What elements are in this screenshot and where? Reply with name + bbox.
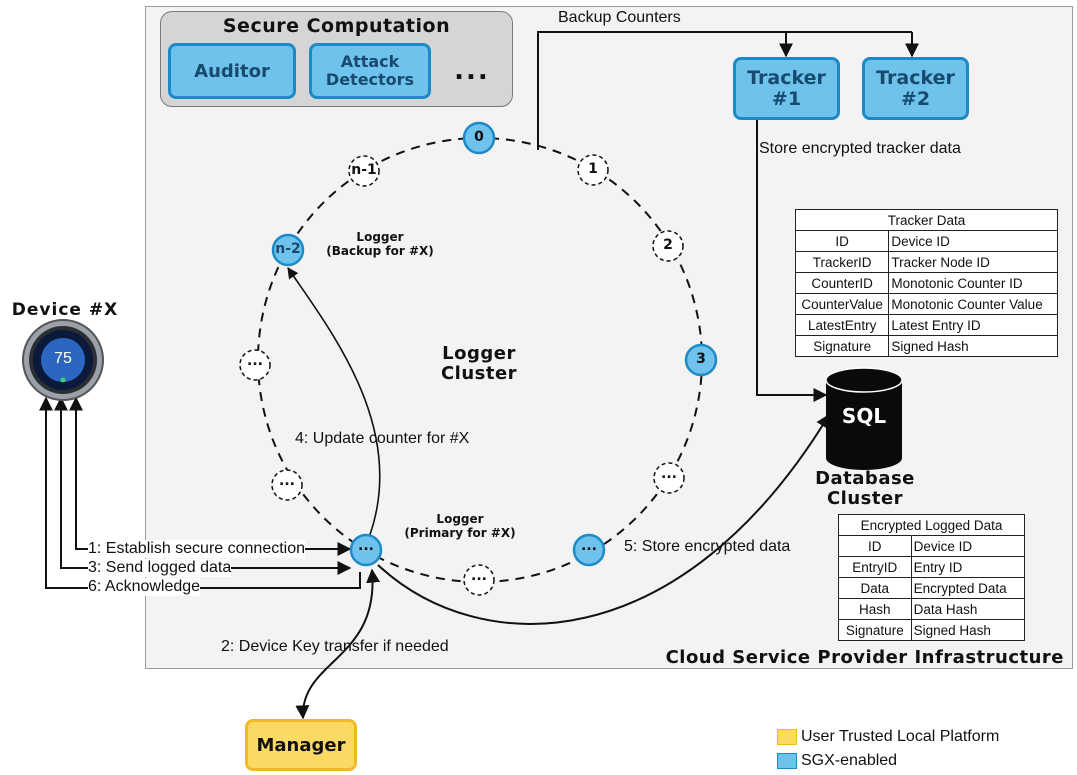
store-encrypted-tracker-data-label: Store encrypted tracker data (759, 140, 961, 157)
tracker-2-label: Tracker#2 (876, 66, 955, 110)
tracker-data-table-title: Tracker Data (795, 209, 1058, 231)
backup-counters-label: Backup Counters (558, 9, 681, 26)
ring-node-1 (577, 154, 609, 186)
device-thermostat-icon (22, 319, 104, 401)
device-title: Device #X (11, 300, 119, 320)
legend-swatch-trusted (777, 729, 797, 745)
backup-counters-connector (537, 31, 912, 150)
logger-primary-label: Logger(Primary for #X) (404, 512, 516, 540)
auditor-node[interactable]: Auditor (168, 43, 296, 99)
legend-label-sgx: SGX-enabled (801, 752, 898, 769)
ring-node-left-upper (239, 349, 271, 381)
ring-node-primary (349, 533, 383, 567)
ring-node-n-2 (271, 233, 305, 267)
ring-node-bottom (463, 564, 495, 596)
edge-label-establish-connection: 1: Establish secure connection (88, 540, 306, 558)
edge-label-device-key-transfer: 2: Device Key transfer if needed (221, 638, 449, 655)
send-logged-data-line (54, 396, 352, 575)
edge-label-acknowledge: 6: Acknowledge (88, 578, 201, 596)
edge-label-update-counter: 4: Update counter for #X (295, 430, 470, 447)
legend-label-trusted: User Trusted Local Platform (801, 728, 1000, 745)
ring-node-sgx-bottom (572, 533, 606, 567)
logger-backup-label: Logger(Backup for #X) (326, 230, 434, 258)
cloud-infrastructure-label: Cloud Service Provider Infrastructure (665, 647, 1064, 668)
database-sql-icon (825, 367, 903, 470)
secure-computation-title: Secure Computation (222, 15, 451, 37)
legend-item-trusted: User Trusted Local Platform (777, 728, 999, 746)
store-encrypted-data-arrow (377, 413, 830, 625)
auditor-label: Auditor (194, 60, 270, 82)
edge-label-store-encrypted-data: 5: Store encrypted data (624, 538, 791, 555)
tracker-1-node[interactable]: Tracker#1 (733, 57, 840, 120)
legend-item-sgx: SGX-enabled (777, 752, 897, 770)
ring-node-0 (462, 121, 496, 155)
tracker-1-label: Tracker#1 (747, 66, 826, 110)
tracker-to-database-arrow (756, 120, 828, 402)
manager-label: Manager (256, 734, 346, 756)
ring-node-left-lower (271, 469, 303, 501)
device-temperature-display: 75 (54, 350, 72, 367)
edge-label-send-logged-data: 3: Send logged data (88, 559, 232, 577)
ring-node-2 (652, 230, 684, 262)
encrypted-logged-data-table-title: Encrypted Logged Data (838, 514, 1025, 536)
acknowledge-line (39, 396, 361, 589)
more-components-ellipsis: ... (454, 56, 490, 86)
establish-connection-line (69, 396, 352, 556)
update-counter-arrow (287, 267, 381, 541)
tracker-2-node[interactable]: Tracker#2 (862, 57, 969, 120)
database-sql-text: SQL (841, 404, 887, 428)
legend-swatch-sgx (777, 753, 797, 769)
ring-node-n-1 (348, 155, 380, 187)
manager-node[interactable]: Manager (245, 719, 357, 771)
ring-node-3 (684, 343, 718, 377)
ring-node-right-lower (653, 462, 685, 494)
device-key-transfer-arrow (295, 568, 381, 720)
